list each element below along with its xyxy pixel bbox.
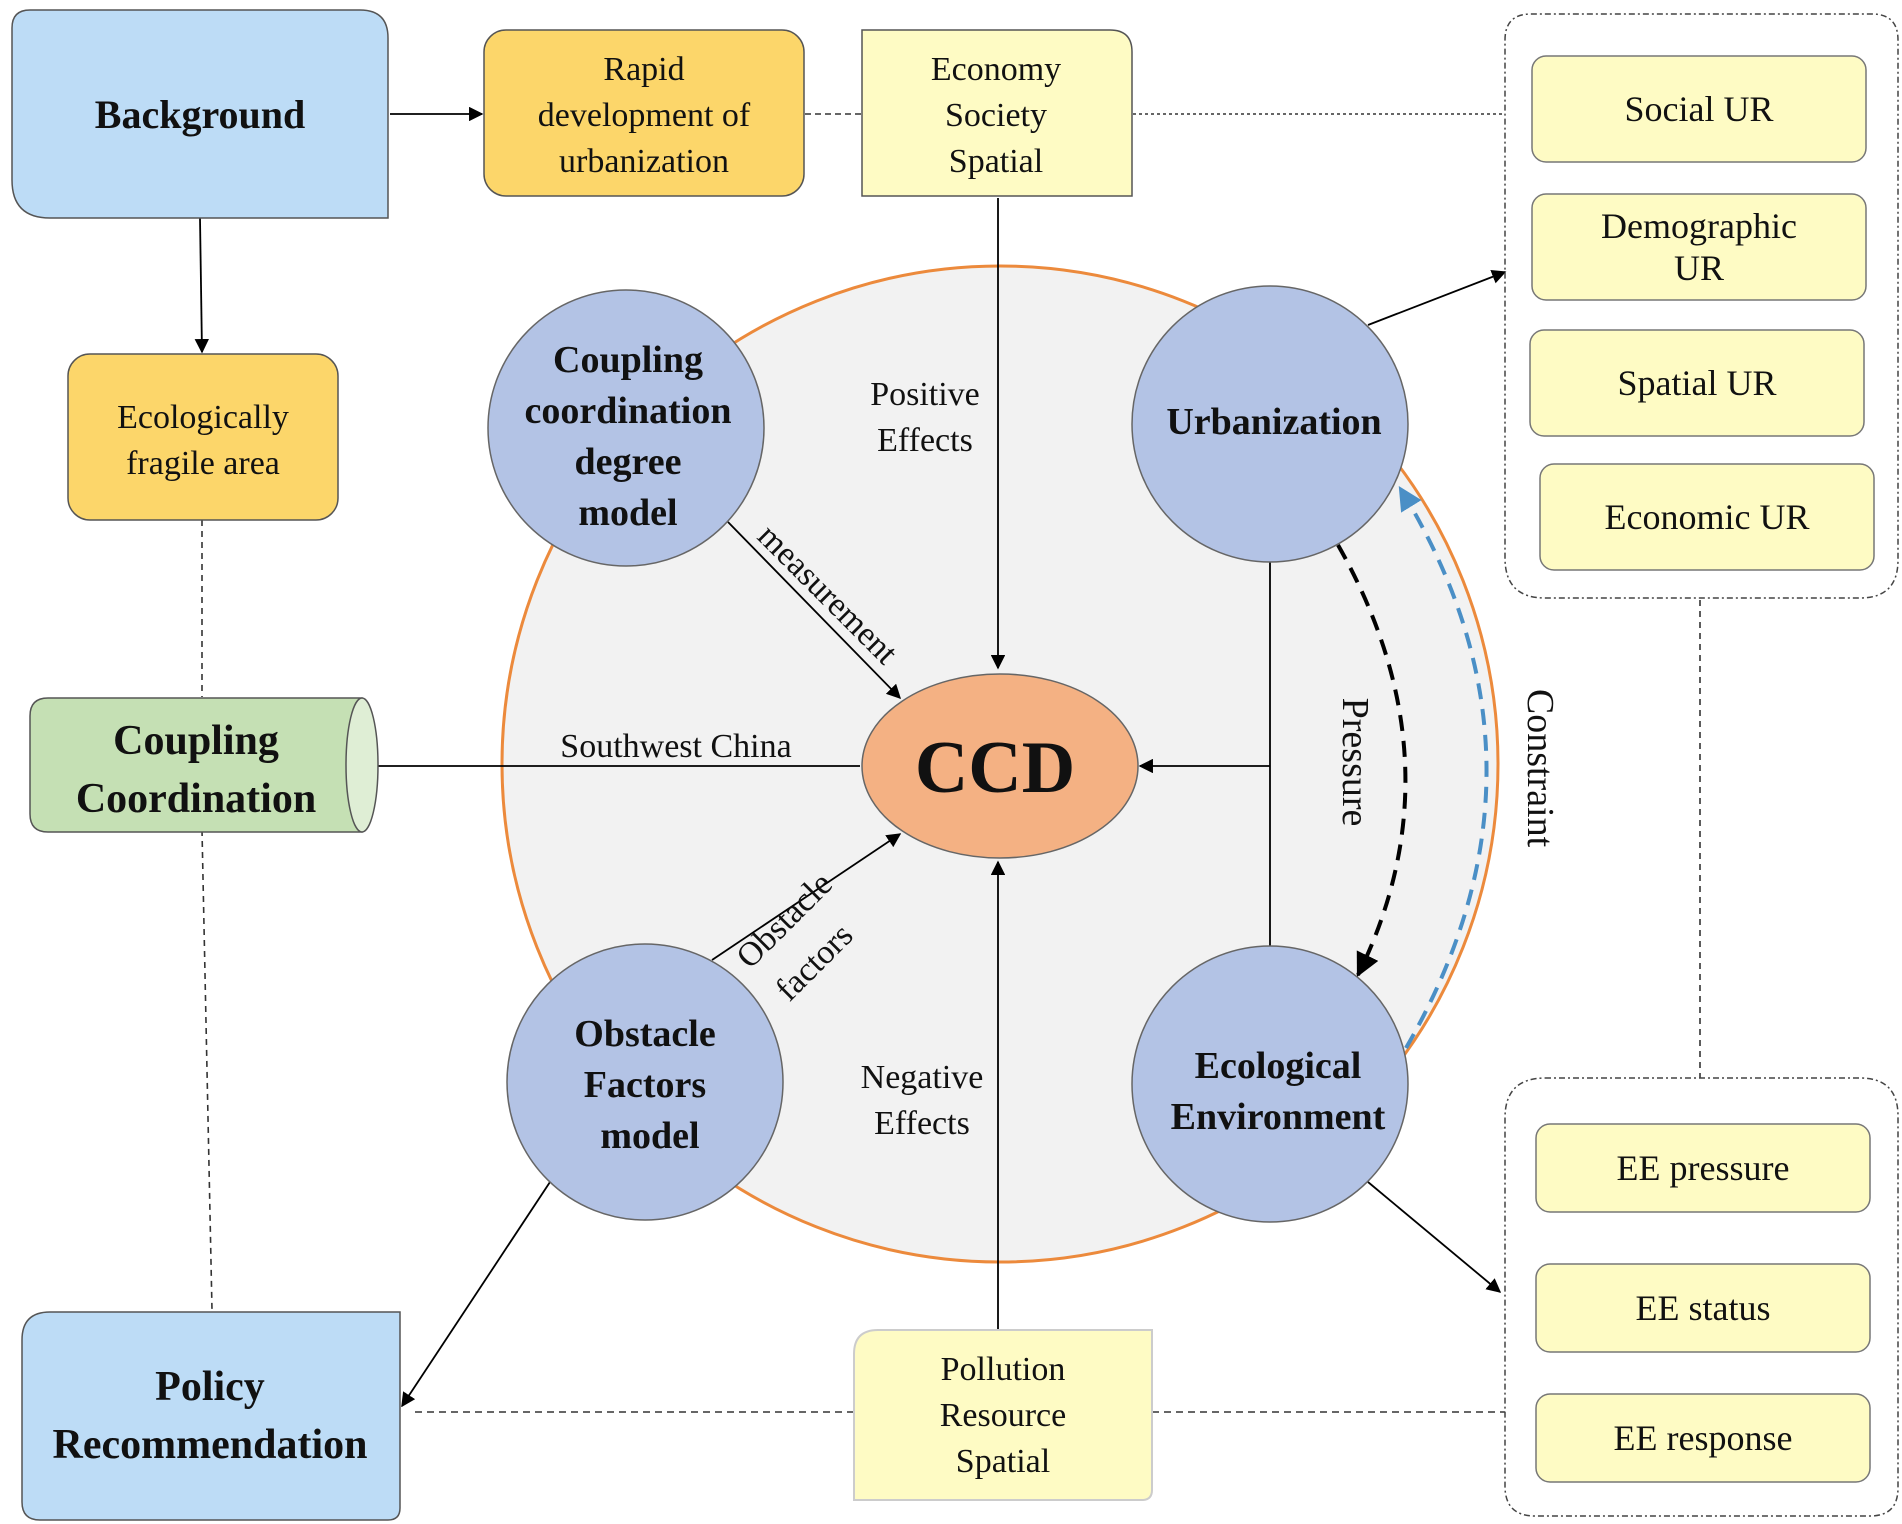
pressure-label: Pressure xyxy=(1334,698,1376,827)
pressure-arrow xyxy=(1336,544,1408,978)
ee-subsystem-label: EE response xyxy=(1614,1418,1793,1458)
ee-subsystem-label: EE status xyxy=(1636,1288,1771,1328)
ur-subsystem-label: Spatial UR xyxy=(1618,363,1777,403)
policy-box: Policy Recommendation xyxy=(21,1311,401,1521)
ur-subsystem-item: Spatial UR xyxy=(1529,329,1865,437)
policy-line-2: Recommendation xyxy=(53,1422,368,1468)
ur-subsystem-label: Social UR xyxy=(1625,89,1774,129)
rapid-line-2: development of xyxy=(538,97,751,134)
rapid-line-1: Rapid xyxy=(603,51,684,88)
ur-dim-line-3: Spatial xyxy=(949,143,1043,180)
southwest-china-label: Southwest China xyxy=(560,728,791,765)
ee-subsystem-item: EE status xyxy=(1535,1263,1871,1353)
ccd-label: CCD xyxy=(915,727,1075,809)
background-box: Background xyxy=(11,9,389,219)
urbanization-node: Urbanization xyxy=(1131,285,1409,563)
fragile-area-box: Ecologically fragile area xyxy=(67,353,339,521)
background-label: Background xyxy=(95,92,305,137)
ur-dim-line-2: Society xyxy=(945,97,1047,134)
cylinder-line-2: Coordination xyxy=(76,776,316,822)
ccd-model-line-1: Coupling xyxy=(553,339,703,381)
positive-line-2: Effects xyxy=(877,422,973,459)
ur-subsystem-label: Economic UR xyxy=(1605,497,1810,537)
ecology-line-2: Environment xyxy=(1171,1096,1386,1138)
ur-subsystem-item: Social UR xyxy=(1531,55,1867,163)
rapid-line-3: urbanization xyxy=(559,143,729,180)
ur-dim-line-1: Economy xyxy=(931,51,1061,88)
urbanization-label: Urbanization xyxy=(1166,401,1381,443)
ccd-model-line-4: model xyxy=(578,492,677,534)
pollution-resource-spatial-box: Pollution Resource Spatial xyxy=(853,1329,1153,1501)
obstacle-model-line-2: Factors xyxy=(584,1064,706,1106)
ee-subsystem-item: EE pressure xyxy=(1535,1123,1871,1213)
ee-subsystem-item: EE response xyxy=(1535,1393,1871,1483)
ee-dim-line-2: Resource xyxy=(940,1397,1067,1434)
cylinder-line-1: Coupling xyxy=(113,718,279,764)
ur-subsystem-item: Economic UR xyxy=(1539,463,1875,571)
economy-society-spatial-box: Economy Society Spatial xyxy=(861,29,1133,197)
ee-dim-line-1: Pollution xyxy=(941,1351,1066,1388)
constraint-label: Constraint xyxy=(1519,689,1561,848)
ecology-node: Ecological Environment xyxy=(1131,945,1409,1223)
ur-subsystem-label: Demographic xyxy=(1601,206,1797,246)
ee-subsystem-label: EE pressure xyxy=(1617,1148,1790,1188)
ur-subsystem-label: UR xyxy=(1674,248,1724,288)
ee-subsystems-panel: EE pressure EE status EE response xyxy=(1504,1077,1899,1517)
rapid-development-box: Rapid development of urbanization xyxy=(483,29,805,197)
obstacle-model-line-1: Obstacle xyxy=(574,1013,715,1055)
dashed-connectors xyxy=(201,113,1701,1413)
constraint-arrow xyxy=(1398,485,1489,1049)
ecology-line-1: Ecological xyxy=(1195,1045,1362,1087)
ccd-model-line-3: degree xyxy=(575,441,682,483)
obstacle-model-node: Obstacle Factors model xyxy=(506,943,784,1221)
positive-line-1: Positive xyxy=(870,376,980,413)
negative-line-2: Effects xyxy=(874,1105,970,1142)
ee-dim-line-3: Spatial xyxy=(956,1443,1050,1480)
fragile-line-2: fragile area xyxy=(126,445,280,482)
solid-connectors xyxy=(194,106,1507,1408)
ccd-model-line-2: coordination xyxy=(525,390,732,432)
fragile-line-1: Ecologically xyxy=(117,399,289,436)
policy-line-1: Policy xyxy=(155,1364,265,1410)
obstacle-model-line-3: model xyxy=(600,1115,699,1157)
ccd-model-node: Coupling coordination degree model xyxy=(487,289,765,567)
negative-line-1: Negative xyxy=(861,1059,984,1096)
ccd-node: CCD xyxy=(861,673,1139,859)
coupling-coordination-cylinder: Coupling Coordination xyxy=(29,697,379,833)
